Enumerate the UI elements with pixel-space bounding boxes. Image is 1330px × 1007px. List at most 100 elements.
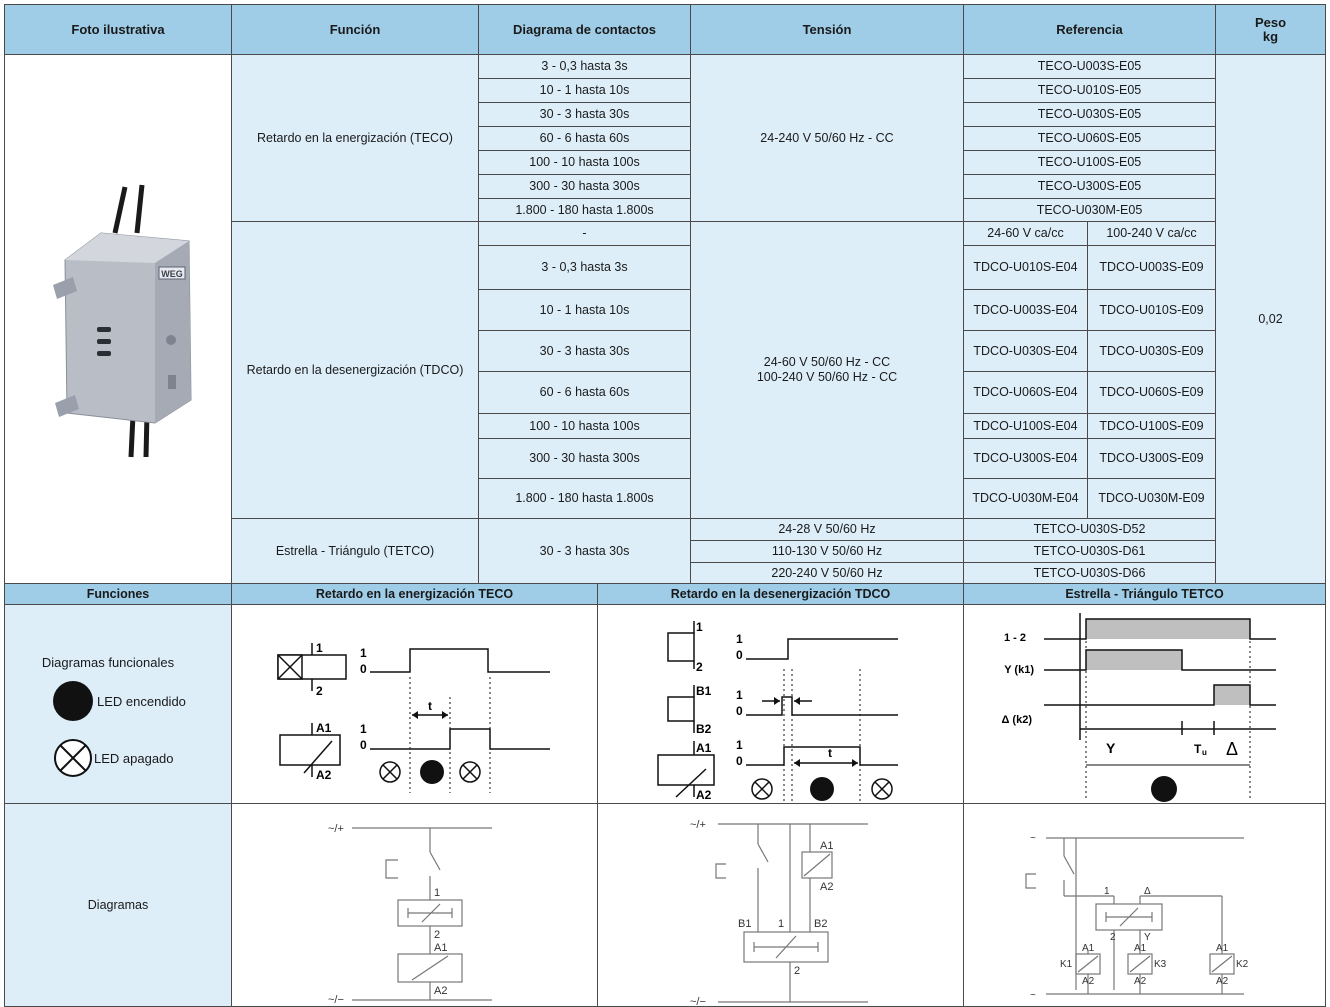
tdco-range: 60 - 6 hasta 60s <box>478 371 691 414</box>
tdco-t: t <box>828 746 832 760</box>
tetco-sch-2: 2 <box>1110 932 1116 943</box>
teco-sch-bottom: ~/− <box>328 994 344 1006</box>
tetco-ref: TETCO-U030S-D61 <box>963 540 1216 563</box>
tetco-tension: 110-130 V 50/60 Hz <box>690 540 964 563</box>
tdco-ref2: TDCO-U010S-E09 <box>1087 289 1216 331</box>
header-peso: Peso kg <box>1215 4 1326 55</box>
led-off-icon <box>54 739 92 777</box>
tdco-timing-cell: 1 2 1 0 B1 B2 1 0 A1 A2 1 0 t <box>597 604 964 804</box>
led-on-icon <box>53 681 93 721</box>
tdco-range-subheader: - <box>478 221 691 246</box>
tetco-sch-bottom: ~ <box>1030 990 1036 1001</box>
header-referencia: Referencia <box>963 4 1216 55</box>
tetco-tu-sub: u <box>1202 748 1207 757</box>
tdco-b2: B2 <box>696 722 712 736</box>
tetco-sch-1: 1 <box>1104 886 1110 897</box>
tdco-s3-1: 1 <box>736 738 743 752</box>
tetco-sch-delta: Δ <box>1144 886 1151 897</box>
tdco-ref1: TDCO-U300S-E04 <box>963 438 1088 479</box>
tdco-schematic: ~/+ ~/− A1 A2 B1 1 B2 2 <box>690 819 868 1006</box>
legend-led-on: LED encendido <box>97 694 186 709</box>
tdco-ref1: TDCO-U060S-E04 <box>963 371 1088 414</box>
bottom-header-tdco: Retardo en la desenergización TDCO <box>597 583 964 605</box>
teco-ref: TECO-U003S-E05 <box>963 54 1216 79</box>
tdco-ref2: TDCO-U300S-E09 <box>1087 438 1216 479</box>
bottom-header-funciones: Funciones <box>4 583 232 605</box>
teco-sch-top: ~/+ <box>328 823 344 835</box>
tdco-function: Retardo en la desenergización (TDCO) <box>231 221 479 519</box>
tdco-ref1: TDCO-U030S-E04 <box>963 330 1088 372</box>
tetco-label-12: 1 - 2 <box>1004 632 1026 644</box>
teco-t: t <box>428 699 432 713</box>
tetco-ref: TETCO-U030S-D66 <box>963 562 1216 584</box>
timer-device-illustration: WEG <box>53 184 192 458</box>
tetco-sch-k1-a1: A1 <box>1082 943 1095 954</box>
teco-s2-1: 1 <box>360 722 367 736</box>
tdco-ref2: TDCO-U060S-E09 <box>1087 371 1216 414</box>
tdco-tension: 24-60 V 50/60 Hz - CC 100-240 V 50/60 Hz… <box>690 221 964 519</box>
tdco-range: 10 - 1 hasta 10s <box>478 289 691 331</box>
teco-function: Retardo en la energización (TECO) <box>231 54 479 222</box>
header-funcion: Función <box>231 4 479 55</box>
tetco-delta-mark: Δ <box>1226 739 1238 759</box>
bottom-header-tetco: Estrella - Triángulo TETCO <box>963 583 1326 605</box>
tetco-schematic-cell: ~ ~ 1 Δ 2 Y A1 A2 K1 A1 A2 K3 A1 A2 K2 <box>963 803 1326 1007</box>
tetco-sch-k1: K1 <box>1060 959 1073 970</box>
tdco-s2-0: 0 <box>736 704 743 718</box>
teco-ref: TECO-U060S-E05 <box>963 126 1216 151</box>
tdco-s3-0: 0 <box>736 754 743 768</box>
tetco-range: 30 - 3 hasta 30s <box>478 518 691 584</box>
tdco-ref1: TDCO-U003S-E04 <box>963 289 1088 331</box>
teco-range: 30 - 3 hasta 30s <box>478 102 691 127</box>
tdco-ref1-subheader: 24-60 V ca/cc <box>963 221 1088 246</box>
tdco-sch-top: ~/+ <box>690 819 706 831</box>
header-diagrama: Diagrama de contactos <box>478 4 691 55</box>
tdco-s1-0: 0 <box>736 648 743 662</box>
tdco-a1: A1 <box>696 741 712 755</box>
tetco-sch-k2-a2: A2 <box>1216 976 1229 987</box>
teco-timing-diagram: 1 2 1 0 A1 A2 1 0 t <box>277 641 550 793</box>
tetco-timing-cell: 1 - 2 Y (k1) Δ (k2) Y T u Δ <box>963 604 1326 804</box>
tdco-ref2: TDCO-U100S-E09 <box>1087 413 1216 439</box>
tetco-sch-k2: K2 <box>1236 959 1249 970</box>
teco-ref: TECO-U010S-E05 <box>963 78 1216 103</box>
tdco-range: 3 - 0,3 hasta 3s <box>478 245 691 290</box>
teco-range: 100 - 10 hasta 100s <box>478 150 691 175</box>
tdco-sch-b2: B2 <box>814 918 827 930</box>
teco-ref: TECO-U030M-E05 <box>963 198 1216 222</box>
tdco-range: 1.800 - 180 hasta 1.800s <box>478 478 691 519</box>
teco-tension: 24-240 V 50/60 Hz - CC <box>690 54 964 222</box>
tdco-sch-a1: A1 <box>820 840 833 852</box>
teco-range: 1.800 - 180 hasta 1.800s <box>478 198 691 222</box>
tdco-ref1: TDCO-U010S-E04 <box>963 245 1088 290</box>
tdco-ref2: TDCO-U030M-E09 <box>1087 478 1216 519</box>
teco-schematic: ~/+ ~/− 1 2 A1 A2 <box>328 823 492 1006</box>
teco-sch-a1: A1 <box>434 942 447 954</box>
tetco-schematic: ~ ~ 1 Δ 2 Y A1 A2 K1 A1 A2 K3 A1 A2 K2 <box>1025 833 1249 1001</box>
tetco-ref: TETCO-U030S-D52 <box>963 518 1216 541</box>
tdco-range: 100 - 10 hasta 100s <box>478 413 691 439</box>
tetco-label-y: Y (k1) <box>1004 664 1034 676</box>
tetco-label-delta: Δ (k2) <box>1001 714 1032 726</box>
tdco-a2: A2 <box>696 788 712 802</box>
tdco-ref2-subheader: 100-240 V ca/cc <box>1087 221 1216 246</box>
diagramas-label: Diagramas <box>4 803 232 1007</box>
tdco-ref2: TDCO-U003S-E09 <box>1087 245 1216 290</box>
tetco-tu: T <box>1194 742 1202 756</box>
tetco-tension: 220-240 V 50/60 Hz <box>690 562 964 584</box>
tetco-function: Estrella - Triángulo (TETCO) <box>231 518 479 584</box>
teco-sch-2: 2 <box>434 929 440 941</box>
tetco-timing-diagram: 1 - 2 Y (k1) Δ (k2) Y T u Δ <box>1001 613 1276 802</box>
tdco-b1: B1 <box>696 684 712 698</box>
legend-title: Diagramas funcionales <box>42 655 175 670</box>
tdco-range: 30 - 3 hasta 30s <box>478 330 691 372</box>
tdco-ref1: TDCO-U030M-E04 <box>963 478 1088 519</box>
tdco-schematic-cell: ~/+ ~/− A1 A2 B1 1 B2 2 <box>597 803 964 1007</box>
tdco-s2-1: 1 <box>736 688 743 702</box>
tetco-sch-k3-a2: A2 <box>1134 976 1147 987</box>
teco-range: 60 - 6 hasta 60s <box>478 126 691 151</box>
teco-range: 300 - 30 hasta 300s <box>478 174 691 199</box>
tetco-sch-top: ~ <box>1030 833 1036 844</box>
tdco-sch-1: 1 <box>778 918 784 930</box>
tdco-timing-diagram: 1 2 1 0 B1 B2 1 0 A1 A2 1 0 t <box>657 620 898 802</box>
